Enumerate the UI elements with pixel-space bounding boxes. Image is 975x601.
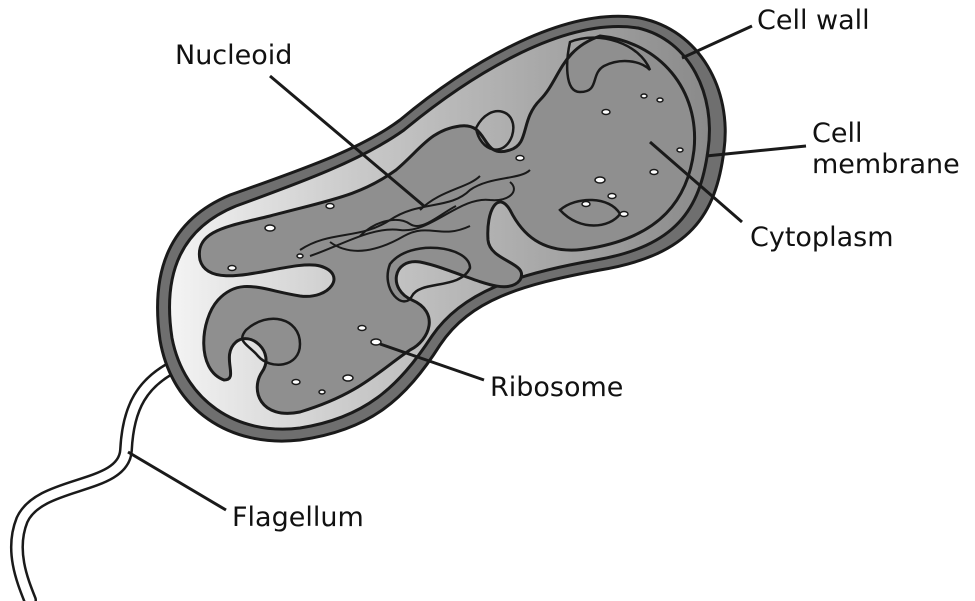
label-ribosome: Ribosome bbox=[490, 372, 623, 403]
label-cell-membrane-line2: membrane bbox=[812, 149, 960, 180]
flagellum-shape bbox=[17, 362, 184, 600]
flagellum-leader-line bbox=[128, 452, 226, 510]
label-nucleoid: Nucleoid bbox=[175, 40, 292, 71]
ribosome-dot bbox=[371, 339, 381, 345]
cell-wall-leader-line bbox=[682, 26, 752, 58]
label-cell-membrane: Cell membrane bbox=[812, 118, 960, 180]
label-cytoplasm: Cytoplasm bbox=[750, 222, 894, 253]
label-cell-membrane-line1: Cell bbox=[812, 118, 960, 149]
label-flagellum: Flagellum bbox=[232, 502, 364, 533]
label-cell-wall: Cell wall bbox=[757, 5, 870, 36]
